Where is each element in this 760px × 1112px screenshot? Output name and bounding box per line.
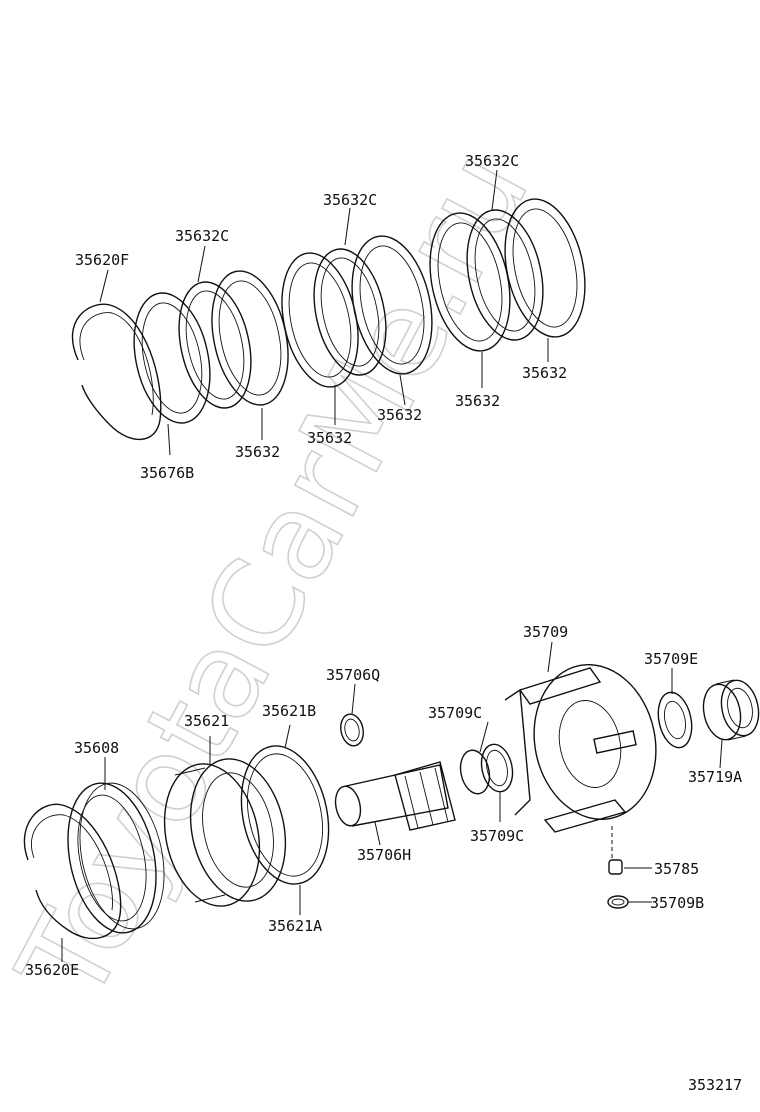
- label-35706H: 35706H: [357, 846, 411, 864]
- label-35632-1: 35632: [235, 443, 280, 461]
- label-35706Q: 35706Q: [326, 666, 380, 684]
- label-35632C-right: 35632C: [465, 152, 519, 170]
- label-35632-5: 35632: [522, 364, 567, 382]
- o-ring-35709B: [607, 895, 629, 909]
- label-35620F: 35620F: [75, 251, 129, 269]
- piston-35621B: [240, 745, 330, 885]
- clutch-discs-set-3: [429, 198, 586, 352]
- label-35608: 35608: [74, 739, 119, 757]
- shaft-35706H: [334, 761, 456, 831]
- label-35632C-left: 35632C: [175, 227, 229, 245]
- bearing-35719A: [702, 679, 760, 741]
- label-35785: 35785: [654, 860, 699, 878]
- plate-35676B: [133, 292, 211, 424]
- label-35621A: 35621A: [268, 917, 322, 935]
- plug-35785: [608, 859, 623, 875]
- label-35676B: 35676B: [140, 464, 194, 482]
- label-35709: 35709: [523, 623, 568, 641]
- label-35632C-middle: 35632C: [323, 191, 377, 209]
- label-35719A: 35719A: [688, 768, 742, 786]
- bottom-leader-lines: [61, 641, 723, 962]
- one-way-clutch-35608: [67, 782, 165, 934]
- label-35709C-bottom: 35709C: [470, 827, 524, 845]
- label-35709C-top: 35709C: [428, 704, 482, 722]
- label-35632-4: 35632: [455, 392, 500, 410]
- thrust-washer-35709E: [657, 691, 693, 749]
- label-35621B: 35621B: [262, 702, 316, 720]
- clutch-drum-35621: [163, 758, 287, 907]
- top-leader-lines: [99, 169, 549, 456]
- seal-ring-35706Q: [340, 713, 364, 747]
- label-35709B: 35709B: [650, 894, 704, 912]
- seal-rings-35709C: [459, 743, 514, 795]
- clutch-discs-set-2: [281, 235, 433, 388]
- snap-ring-35620E: [23, 803, 122, 940]
- snap-ring-35620F: [71, 303, 162, 441]
- label-35632-3: 35632: [377, 406, 422, 424]
- label-35632-2: 35632: [307, 429, 352, 447]
- planetary-carrier-35709: [504, 663, 657, 833]
- clutch-discs-set-1: [178, 270, 289, 409]
- label-35709E: 35709E: [644, 650, 698, 668]
- diagram-id: 353217: [688, 1076, 742, 1094]
- label-35621: 35621: [184, 712, 229, 730]
- label-35620E: 35620E: [25, 961, 79, 979]
